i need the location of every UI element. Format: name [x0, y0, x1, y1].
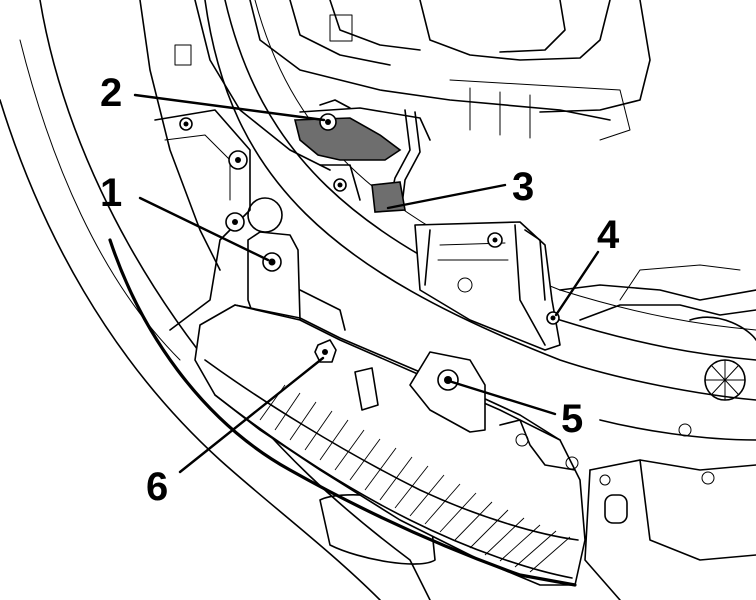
headlamp-housing-box [414, 221, 561, 351]
leader-line-6 [178, 356, 325, 474]
leader-line-1 [138, 196, 270, 262]
bolt-icon [319, 113, 337, 131]
fasteners [179, 113, 560, 391]
bolt-icon [333, 178, 347, 192]
upper-mounting-strap [293, 99, 431, 213]
bolt-icon [179, 117, 193, 131]
callout-1: 1 [100, 171, 122, 215]
callout-6: 6 [146, 465, 168, 509]
headlamp-assembly [108, 238, 586, 587]
callout-2: 2 [100, 71, 122, 115]
callout-labels: 1 2 3 4 5 6 [100, 71, 620, 509]
bolt-icon [487, 232, 503, 248]
lens-hatching [259, 384, 571, 573]
leader-line-4 [554, 250, 600, 317]
nut-icon [314, 339, 337, 363]
bolt-icon [228, 150, 248, 170]
callout-5: 5 [561, 397, 583, 441]
bolt-icon [225, 212, 245, 232]
bolt-icon [437, 369, 459, 391]
bolt-icon [262, 252, 282, 272]
callout-3: 3 [512, 165, 534, 209]
leader-line-5 [450, 380, 557, 416]
leader-line-3 [386, 183, 507, 210]
callout-4: 4 [597, 213, 620, 257]
leader-lines [133, 93, 600, 474]
leader-line-2 [133, 93, 326, 122]
